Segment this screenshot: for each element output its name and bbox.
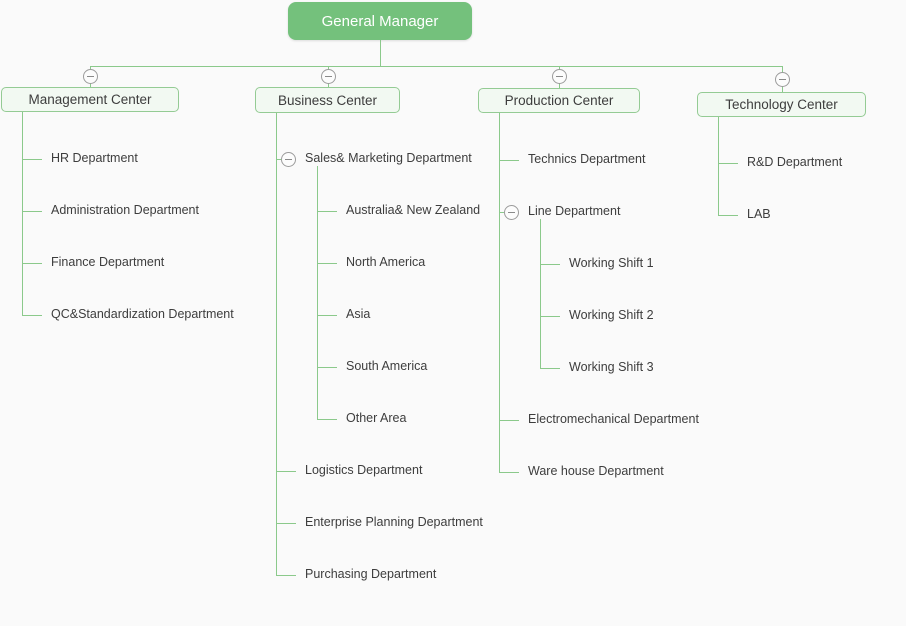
branch-line [718, 163, 738, 164]
center-box-business[interactable]: Business Center [255, 87, 400, 113]
tree-node-label[interactable]: Logistics Department [305, 463, 423, 477]
tree-node-label[interactable]: Other Area [346, 411, 407, 425]
branch-line [499, 472, 519, 473]
tree-node-label[interactable]: Line Department [528, 204, 621, 218]
tree-node-label[interactable]: Ware house Department [528, 464, 664, 478]
branch-line [540, 264, 560, 265]
collapse-button-management[interactable] [83, 69, 98, 84]
tree-node-label[interactable]: Electromechanical Department [528, 412, 699, 426]
tree-node-label[interactable]: Working Shift 1 [569, 256, 654, 270]
tree-node-label[interactable]: LAB [747, 207, 771, 221]
branch-line [540, 368, 560, 369]
trunk-line [499, 113, 500, 472]
tree-node-label[interactable]: Working Shift 3 [569, 360, 654, 374]
collapse-button-production[interactable] [504, 205, 519, 220]
trunk-line [718, 117, 719, 215]
collapse-button-business[interactable] [321, 69, 336, 84]
tree-node-label[interactable]: Finance Department [51, 255, 165, 269]
branch-line [499, 212, 504, 213]
trunk-line [540, 219, 541, 368]
branch-line [499, 420, 519, 421]
branch-line [317, 211, 337, 212]
branch-line [276, 575, 296, 576]
branch-line [22, 159, 42, 160]
branch-line [718, 215, 738, 216]
branch-line [317, 367, 337, 368]
tree-node-label[interactable]: North America [346, 255, 426, 269]
top-horizontal-line [90, 66, 783, 67]
branch-line [22, 263, 42, 264]
branch-line [317, 263, 337, 264]
branch-line [540, 316, 560, 317]
branch-line [22, 315, 42, 316]
branch-line [276, 523, 296, 524]
tree-node-label[interactable]: South America [346, 359, 428, 373]
branch-line [499, 160, 519, 161]
collapse-button-technology[interactable] [775, 72, 790, 87]
tree-node-label[interactable]: QC&Standardization Department [51, 307, 234, 321]
tree-node-label[interactable]: Sales& Marketing Department [305, 151, 472, 165]
collapse-button-production[interactable] [552, 69, 567, 84]
tree-node-label[interactable]: Enterprise Planning Department [305, 515, 483, 529]
root-drop-line [380, 40, 381, 66]
branch-line [317, 315, 337, 316]
tree-node-label[interactable]: R&D Department [747, 155, 843, 169]
center-box-technology[interactable]: Technology Center [697, 92, 866, 117]
root-node-general-manager[interactable]: General Manager [288, 2, 472, 40]
tree-node-label[interactable]: Asia [346, 307, 371, 321]
branch-line [317, 419, 337, 420]
trunk-line [317, 166, 318, 419]
tree-node-label[interactable]: Working Shift 2 [569, 308, 654, 322]
trunk-line [276, 113, 277, 575]
tree-node-label[interactable]: Australia& New Zealand [346, 203, 481, 217]
center-box-production[interactable]: Production Center [478, 88, 640, 113]
tree-node-label[interactable]: Purchasing Department [305, 567, 437, 581]
tree-node-label[interactable]: Administration Department [51, 203, 199, 217]
branch-line [22, 211, 42, 212]
tree-node-label[interactable]: Technics Department [528, 152, 646, 166]
trunk-line [22, 112, 23, 315]
collapse-button-business[interactable] [281, 152, 296, 167]
tree-node-label[interactable]: HR Department [51, 151, 138, 165]
branch-line [276, 471, 296, 472]
center-box-management[interactable]: Management Center [1, 87, 179, 112]
branch-line [276, 159, 281, 160]
